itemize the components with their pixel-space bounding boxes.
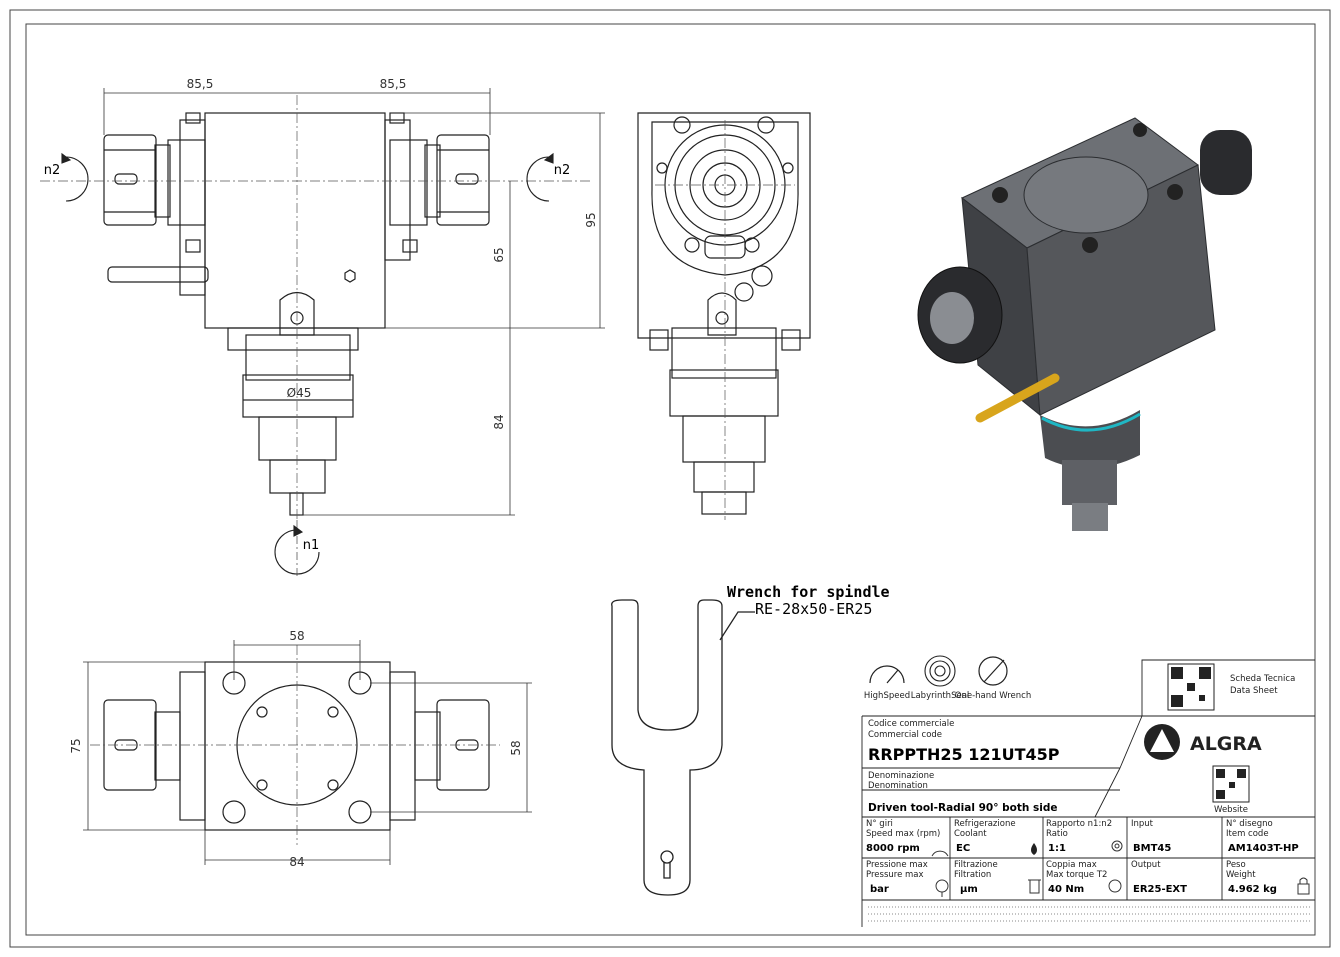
cell-torque-value: 40 Nm bbox=[1048, 884, 1084, 895]
wrench-note-line1: Wrench for spindle bbox=[727, 583, 890, 601]
cell-coolant-label1: Refrigerazione bbox=[954, 819, 1016, 829]
dim-bottom-75: 75 bbox=[69, 738, 83, 753]
bottom-view bbox=[103, 661, 490, 831]
cell-output-label1: Output bbox=[1131, 860, 1161, 870]
cell-weight-value: 4.962 kg bbox=[1228, 884, 1277, 895]
cell-speed-label2: Speed max (rpm) bbox=[866, 829, 940, 839]
cell-input-label1: Input bbox=[1131, 819, 1154, 829]
brand-name: ALGRA bbox=[1190, 733, 1262, 755]
pressure-gauge-icon bbox=[935, 879, 949, 897]
icon-label-wrench: One-hand Wrench bbox=[955, 691, 1031, 701]
title-block bbox=[861, 659, 1315, 927]
cell-weight-label2: Weight bbox=[1226, 870, 1256, 880]
dim-bottom-84: 84 bbox=[289, 855, 304, 869]
footer-fine-print bbox=[868, 906, 1310, 922]
dim-height-84: 84 bbox=[492, 414, 506, 429]
side-view bbox=[637, 112, 811, 515]
speed-gauge-icon bbox=[931, 850, 949, 857]
commercial-code-label-en: Commercial code bbox=[868, 730, 942, 740]
rotation-n2-right bbox=[526, 152, 554, 202]
cell-ratio-label2: Ratio bbox=[1046, 829, 1068, 839]
filter-bin-icon bbox=[1028, 879, 1041, 894]
wrench-drawing bbox=[611, 599, 755, 896]
datasheet-label-it: Scheda Tecnica bbox=[1230, 674, 1295, 684]
cell-coolant-value: EC bbox=[956, 843, 970, 854]
cell-pressure-value: bar bbox=[870, 884, 889, 895]
cell-weight-label1: Peso bbox=[1226, 860, 1246, 870]
datasheet-label-en: Data Sheet bbox=[1230, 686, 1278, 696]
icon-label-labyrinth: LabyrinthSeal bbox=[911, 691, 970, 701]
cell-filtration-label2: Filtration bbox=[954, 870, 991, 880]
front-view bbox=[103, 112, 490, 516]
dim-diameter: Ø45 bbox=[287, 386, 312, 400]
commercial-code: RRPPTH25 121UT45P bbox=[868, 745, 1060, 764]
label-n1: n1 bbox=[303, 538, 320, 553]
cell-ratio-value: 1:1 bbox=[1048, 843, 1066, 854]
cell-filtration-label1: Filtrazione bbox=[954, 860, 998, 870]
website-label: Website bbox=[1214, 805, 1248, 815]
denomination-label-en: Denomination bbox=[868, 781, 928, 791]
dim-bottom-58-height: 58 bbox=[509, 740, 523, 755]
cell-output-value: ER25-EXT bbox=[1133, 884, 1187, 895]
wrench-icon bbox=[978, 656, 1008, 686]
datasheet-qr-icon bbox=[1167, 663, 1215, 711]
rotation-n1 bbox=[274, 520, 320, 578]
torque-icon bbox=[1108, 879, 1122, 893]
cell-pressure-label1: Pressione max bbox=[866, 860, 928, 870]
algra-logo-icon bbox=[1144, 724, 1180, 760]
cell-input-value: BMT45 bbox=[1133, 843, 1171, 854]
icon-label-highspeed: HighSpeed bbox=[864, 691, 910, 701]
gauge-icon bbox=[869, 665, 905, 684]
cell-coolant-label2: Coolant bbox=[954, 829, 987, 839]
dim-height-95: 95 bbox=[584, 212, 598, 227]
labyrinth-icon bbox=[924, 655, 956, 687]
cell-ratio-label1: Rapporto n1:n2 bbox=[1046, 819, 1112, 829]
cell-torque-label1: Coppia max bbox=[1046, 860, 1097, 870]
commercial-code-label-it: Codice commerciale bbox=[868, 719, 954, 729]
cell-pressure-label2: Pressure max bbox=[866, 870, 924, 880]
cell-speed-value: 8000 rpm bbox=[866, 843, 920, 854]
cell-item-value: AM1403T-HP bbox=[1228, 843, 1299, 854]
denomination-label-it: Denominazione bbox=[868, 771, 934, 781]
gear-icon bbox=[1111, 840, 1123, 852]
weight-lock-icon bbox=[1297, 877, 1310, 895]
coolant-drop-icon bbox=[1031, 843, 1037, 855]
dim-bottom-58-width: 58 bbox=[289, 629, 304, 643]
cell-item-label1: N° disegno bbox=[1226, 819, 1273, 829]
wrench-note-line2: RE-28x50-ER25 bbox=[755, 600, 872, 618]
dim-front-right: 85,5 bbox=[380, 77, 407, 91]
cell-speed-label1: N° giri bbox=[866, 819, 893, 829]
cell-item-label2: Item code bbox=[1226, 829, 1269, 839]
label-n2-right: n2 bbox=[554, 163, 571, 178]
cell-torque-label2: Max torque T2 bbox=[1046, 870, 1107, 880]
rotation-n2-left bbox=[61, 152, 89, 202]
denomination: Driven tool-Radial 90° both side bbox=[868, 802, 1058, 814]
dim-height-65: 65 bbox=[492, 247, 506, 262]
label-n2-left: n2 bbox=[44, 163, 61, 178]
cell-filtration-value: µm bbox=[960, 884, 978, 895]
dim-front-left: 85,5 bbox=[187, 77, 214, 91]
isometric-render bbox=[917, 117, 1252, 531]
website-qr-icon bbox=[1212, 765, 1250, 803]
